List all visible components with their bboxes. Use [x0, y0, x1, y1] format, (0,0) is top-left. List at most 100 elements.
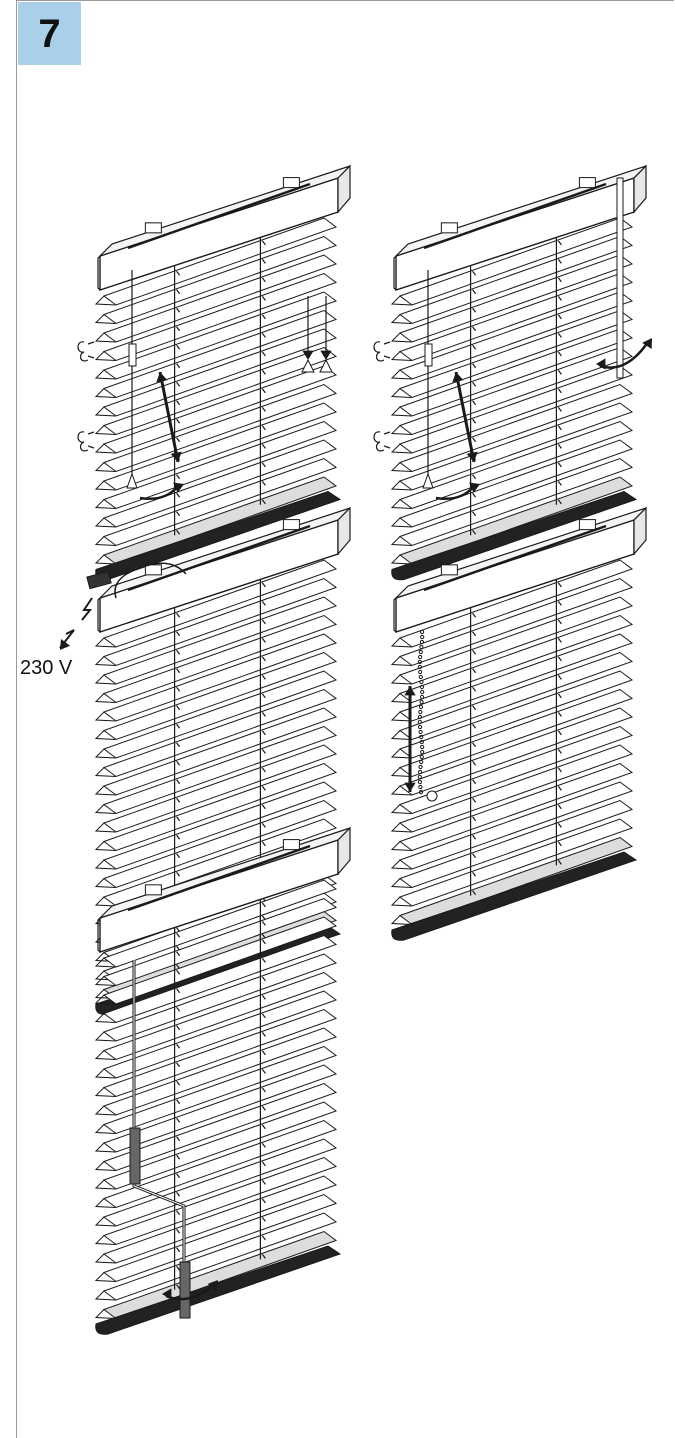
ladder-mark [472, 631, 477, 637]
slat [398, 346, 634, 436]
chain-bead [419, 734, 424, 740]
ladder-mark [261, 804, 266, 810]
ladder-mark [261, 1013, 266, 1019]
ladder-mark [176, 816, 181, 822]
page-frame [16, 0, 674, 1438]
slat [102, 916, 338, 1005]
ladder-mark [176, 760, 181, 766]
ladder-mark [261, 1124, 266, 1130]
slat [398, 235, 634, 325]
slat [398, 688, 634, 778]
ladder-mark [472, 529, 477, 535]
ladder-mark [261, 619, 266, 625]
ladder-mark [176, 705, 181, 711]
slat-edge [94, 859, 117, 870]
ladder-mark [472, 686, 477, 692]
ladder-mark [472, 853, 477, 859]
ladder-mark [176, 1043, 181, 1049]
ladder-mark [261, 939, 266, 945]
cord-pull-down-arrow-icon [302, 350, 314, 360]
slat-edge [94, 785, 117, 796]
slat [398, 402, 634, 491]
ladder-mark [261, 277, 266, 283]
slat [102, 402, 338, 491]
ladder-mark [472, 381, 477, 387]
bracket [440, 222, 458, 234]
ladder-mark [557, 258, 562, 264]
slat [102, 614, 338, 704]
ladder-mark [261, 674, 266, 680]
chain-bead [417, 714, 423, 720]
ladder-mark [261, 1216, 266, 1222]
blind-cord-rod [373, 164, 652, 581]
slat [102, 235, 338, 325]
ladder-mark [176, 1062, 181, 1068]
slat [102, 1082, 338, 1172]
ladder-mark [472, 437, 477, 443]
ladder-mark [472, 816, 477, 822]
ladder-mark [176, 1154, 181, 1160]
ladder-mark [176, 612, 181, 618]
bracket [282, 177, 300, 189]
ladder-mark [176, 1025, 181, 1031]
slat [398, 725, 634, 815]
ladder-mark [176, 631, 181, 637]
ladder-mark [472, 834, 477, 840]
ladder-mark [557, 499, 562, 505]
slat [102, 1064, 338, 1153]
slat [102, 1156, 338, 1246]
ladder-mark [261, 1068, 266, 1074]
ladder-mark [261, 406, 266, 412]
ladder-mark [261, 1050, 266, 1056]
slat-edge [94, 499, 117, 509]
ladder-mark [176, 1210, 181, 1216]
ladder-mark [472, 649, 477, 655]
slat-edge [94, 730, 117, 740]
ladder-mark [557, 841, 562, 847]
ladder-mark [261, 1031, 266, 1037]
slat-edge [94, 406, 117, 417]
slat-edge [390, 896, 413, 907]
slat [398, 365, 634, 454]
bracket [440, 564, 458, 576]
slat [102, 1212, 338, 1301]
ladder-mark [472, 270, 477, 276]
chain-bead [419, 644, 424, 650]
cord-tassel [126, 472, 138, 489]
slat-edge [390, 730, 413, 740]
slat-edge [94, 425, 117, 435]
ladder-mark [557, 822, 562, 828]
bracket [578, 519, 596, 531]
ladder-mark [557, 748, 562, 754]
ladder-mark [176, 363, 181, 369]
slat-edge [94, 351, 117, 361]
ladder-mark [176, 270, 181, 276]
chain-up-down-arrow-icon-head [404, 686, 416, 696]
slat-edge [94, 1216, 117, 1227]
slat [102, 1045, 338, 1135]
chain-bead [417, 769, 423, 775]
ladder-mark [261, 902, 266, 908]
slat [102, 1193, 338, 1283]
ladder-mark [261, 1179, 266, 1185]
power-cable [114, 562, 187, 599]
slat [102, 971, 338, 1061]
slat [102, 439, 338, 528]
blind-cord-tilt [77, 164, 351, 581]
slat-edge [94, 554, 117, 565]
slat-edge [94, 841, 117, 851]
ladder-mark [557, 369, 562, 375]
slat-edge [390, 332, 413, 343]
ladder-mark [472, 890, 477, 896]
slat-edge [94, 295, 117, 306]
head-rail-mechanism [423, 524, 607, 592]
slat [398, 577, 634, 667]
ladder-mark [472, 705, 477, 711]
ladder-mark [557, 240, 562, 246]
chain-bead [419, 694, 425, 700]
ladder-mark [472, 344, 477, 350]
slat-edge [390, 480, 413, 491]
cord-lift-arrow-icon-head [170, 451, 182, 462]
rod-rotate-arrow-icon-head [642, 338, 652, 349]
ladder-mark [472, 289, 477, 295]
